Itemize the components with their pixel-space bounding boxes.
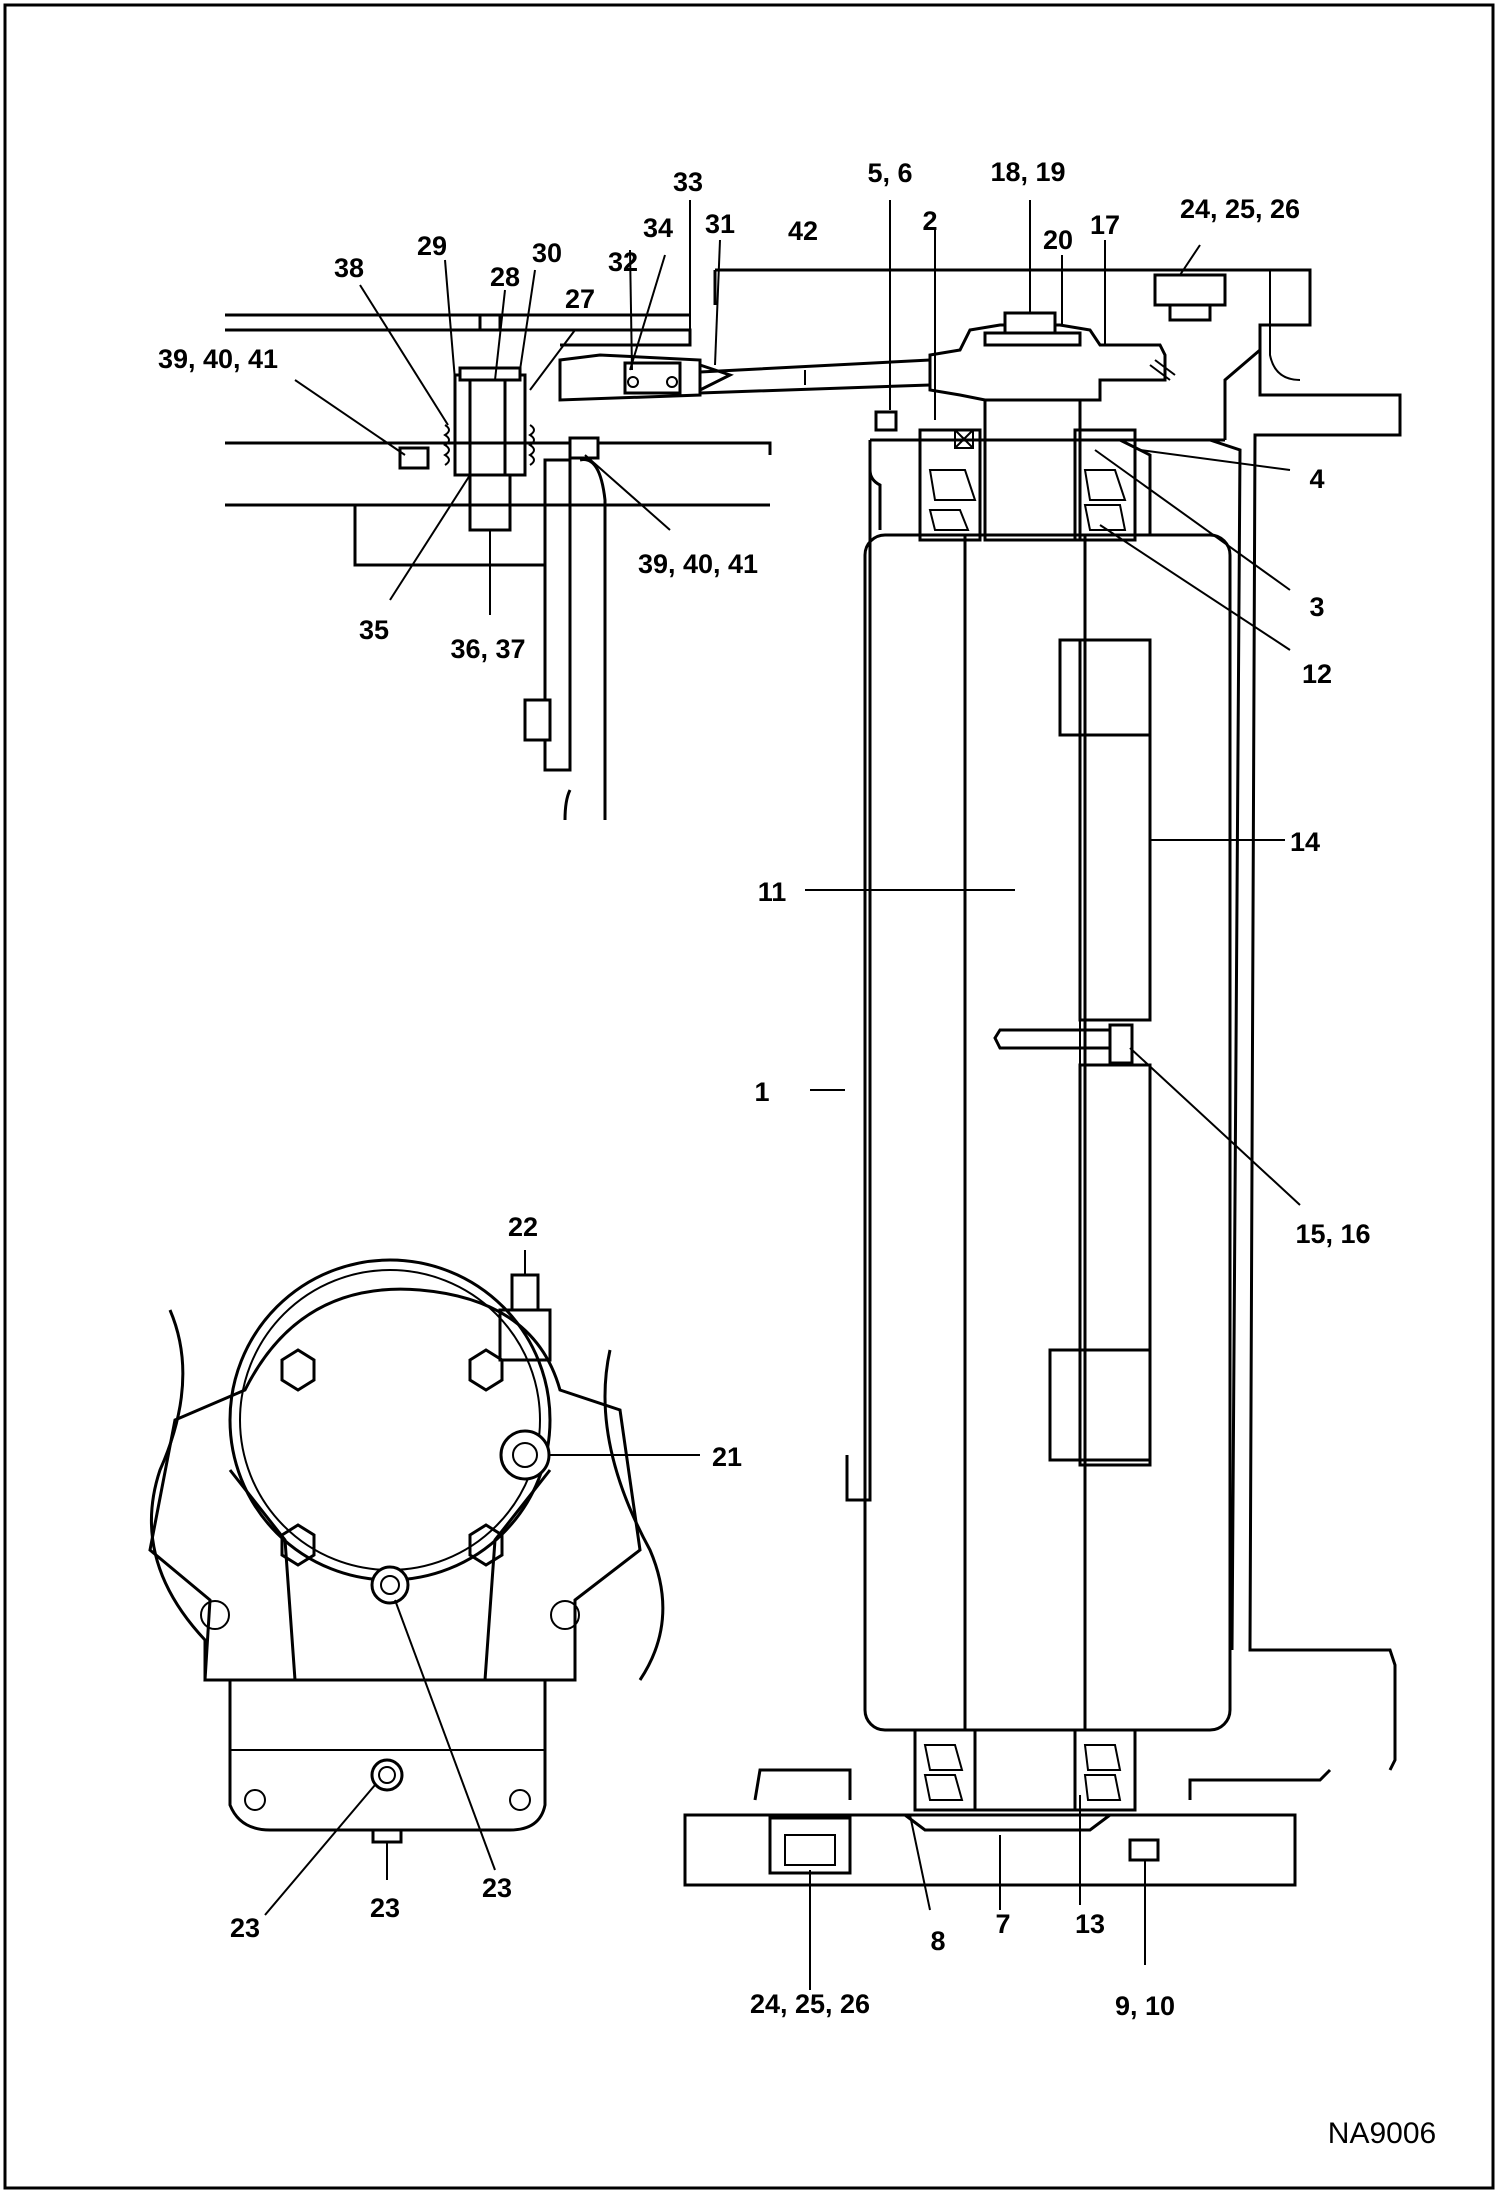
callout-29: 29 xyxy=(417,231,447,261)
callout-38: 38 xyxy=(334,253,364,283)
callout-17: 17 xyxy=(1090,210,1120,240)
callout-13: 13 xyxy=(1075,1909,1105,1939)
callout-8: 8 xyxy=(930,1926,945,1956)
bottom-cap xyxy=(904,1813,1111,1832)
callout-12: 12 xyxy=(1302,659,1332,689)
callout-42: 42 xyxy=(788,216,818,246)
bottom-plug xyxy=(370,1758,404,1792)
cover-bolt-1 xyxy=(280,1348,316,1392)
callout-28: 28 xyxy=(490,262,520,292)
callout-15-16: 15, 16 xyxy=(1295,1219,1370,1249)
callout-23-a: 23 xyxy=(230,1913,260,1943)
fill-plug xyxy=(499,1429,551,1481)
gearbox-bottom xyxy=(228,1680,547,1832)
callout-1: 1 xyxy=(754,1077,769,1107)
base-bolt-left xyxy=(768,1816,852,1875)
flail-top xyxy=(1058,638,1152,737)
bottom-nut-left xyxy=(468,503,512,532)
belt-tensioner-detail xyxy=(225,313,931,821)
figure-id: NA9006 xyxy=(1328,2117,1436,2150)
base-plate xyxy=(683,1813,1297,1887)
callout-35: 35 xyxy=(359,615,389,645)
drive-pulley xyxy=(928,323,1167,402)
top-bracket xyxy=(715,268,1312,350)
gearbox-housing xyxy=(148,1287,642,1682)
callout-5-6: 5, 6 xyxy=(867,158,912,188)
callout-36-37: 36, 37 xyxy=(450,634,525,664)
callout-31: 31 xyxy=(705,209,735,239)
flange-bolt xyxy=(874,410,898,432)
gearbox-left-outline xyxy=(149,1309,207,1680)
drive-belt xyxy=(699,358,931,395)
base-bolt-right xyxy=(1128,1838,1160,1862)
upper-bearing-left xyxy=(918,428,982,542)
housing-right-wall xyxy=(1223,346,1402,1771)
callout-21: 21 xyxy=(712,1442,742,1472)
bolt-left xyxy=(398,446,430,470)
callout-labels: 1 2 3 4 5, 6 7 8 9, 10 11 12 13 14 15, 1… xyxy=(158,157,1436,2150)
callout-32: 32 xyxy=(608,247,638,277)
callout-23-c: 23 xyxy=(482,1873,512,1903)
vertical-shaft-section xyxy=(683,268,1402,1887)
cover-bolt-2 xyxy=(468,1348,504,1392)
rotor-shaft xyxy=(963,533,1087,1732)
idler-arm xyxy=(558,353,702,402)
callout-4: 4 xyxy=(1309,464,1324,494)
bolt-right xyxy=(568,436,600,460)
callout-9-10: 9, 10 xyxy=(1115,1991,1175,2021)
callout-33: 33 xyxy=(673,167,703,197)
upper-bearing-right xyxy=(1073,428,1137,542)
cover-bolt-4 xyxy=(468,1523,504,1567)
callout-30: 30 xyxy=(532,238,562,268)
callout-3: 3 xyxy=(1309,592,1324,622)
page-border xyxy=(3,3,1495,2190)
callout-24-25-26-top: 24, 25, 26 xyxy=(1180,194,1300,224)
rotor-body xyxy=(863,533,1232,1732)
support-post xyxy=(543,458,572,772)
callout-22: 22 xyxy=(508,1212,538,1242)
callout-18-19: 18, 19 xyxy=(990,157,1065,187)
callout-24-25-26-bottom: 24, 25, 26 xyxy=(750,1989,870,2019)
callout-20: 20 xyxy=(1043,225,1073,255)
callout-34: 34 xyxy=(643,213,673,243)
flail-bottom xyxy=(1048,1348,1152,1462)
top-bracket-bolt xyxy=(1153,273,1227,307)
callout-2: 2 xyxy=(922,206,937,236)
tensioner-bracket xyxy=(453,373,527,477)
tension-spring xyxy=(443,424,535,466)
callout-39-40-41-right: 39, 40, 41 xyxy=(638,549,758,579)
callout-27: 27 xyxy=(565,284,595,314)
flail-bolt xyxy=(993,1028,1112,1050)
callout-7: 7 xyxy=(995,1909,1010,1939)
callout-14: 14 xyxy=(1290,827,1320,857)
drain-plug xyxy=(370,1565,410,1605)
gearbox-end-view xyxy=(148,1258,665,1844)
cover-bolt-3 xyxy=(280,1523,316,1567)
shaft-bottom xyxy=(973,1728,1077,1812)
leader-lines xyxy=(264,200,1301,1990)
callout-11: 11 xyxy=(758,877,787,907)
shaft-top xyxy=(983,398,1082,542)
callout-23-b: 23 xyxy=(370,1893,400,1923)
housing-left-wall xyxy=(845,440,872,1502)
callout-39-40-41-left: 39, 40, 41 xyxy=(158,344,278,374)
